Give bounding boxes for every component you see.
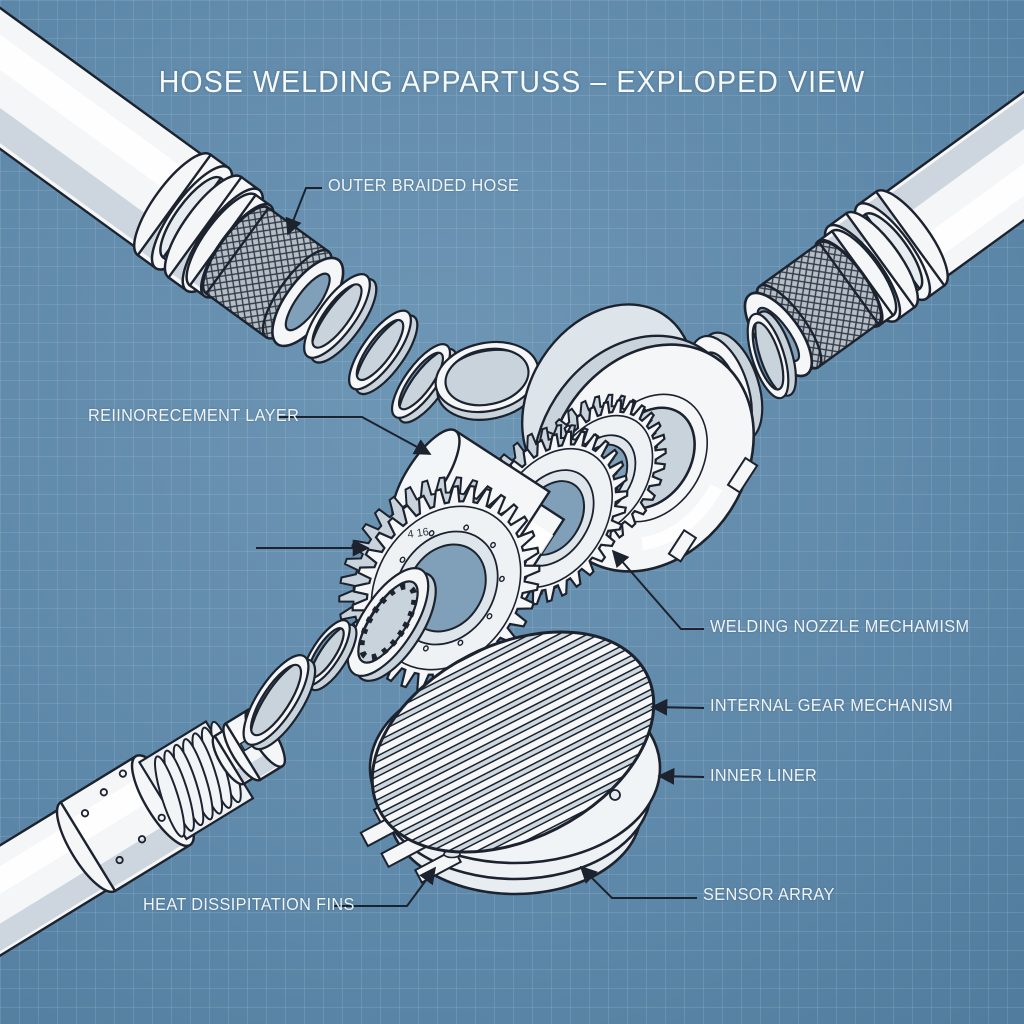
tl-flat-ring (434, 340, 542, 421)
label-outer-braided-hose: OUTER BRAIDED HOSE (328, 175, 520, 195)
label-heat-dissipation-fins: HEAT DISSIPITATION FINS (143, 894, 355, 914)
tr-washer-1 (746, 310, 798, 400)
leader-welding-nozzle (611, 549, 704, 630)
leader-inner-liner (657, 767, 705, 785)
gear-marking: 4 16 (407, 526, 430, 541)
tl-washer-1 (303, 273, 378, 364)
diagram-title: HOSE WELDING APPARTUSS – EXPLOPED VIEW (158, 64, 866, 99)
leader-outer-braided-hose (285, 187, 322, 236)
top-left-hose (0, 0, 345, 348)
label-sensor-array: SENSOR ARRAY (703, 884, 835, 904)
tl-washer-2 (348, 309, 419, 396)
label-inner-liner: INNER LINER (710, 765, 818, 785)
leader-sensor-array (579, 865, 697, 899)
label-reinforcement-layer: REIINORECEMENT LAYER (88, 405, 300, 425)
splined-ring (346, 567, 437, 682)
leader-reinforcement-layer (278, 416, 432, 455)
bottom-left-hose (0, 708, 287, 999)
leader-lines (256, 187, 705, 907)
label-welding-nozzle-mechanism: WELDING NOZZLE MECHAMISM (710, 616, 970, 636)
leader-heat-fins (334, 866, 437, 907)
washer-small (301, 619, 358, 692)
top-right-hose (743, 33, 1024, 378)
label-internal-gear-mechanism: INTERNAL GEAR MECHANISM (710, 695, 954, 715)
leader-internal-gear (650, 698, 705, 716)
gear-cluster: 4 16 (242, 303, 759, 751)
heat-sink (335, 587, 691, 897)
o-ring-large (242, 654, 317, 751)
